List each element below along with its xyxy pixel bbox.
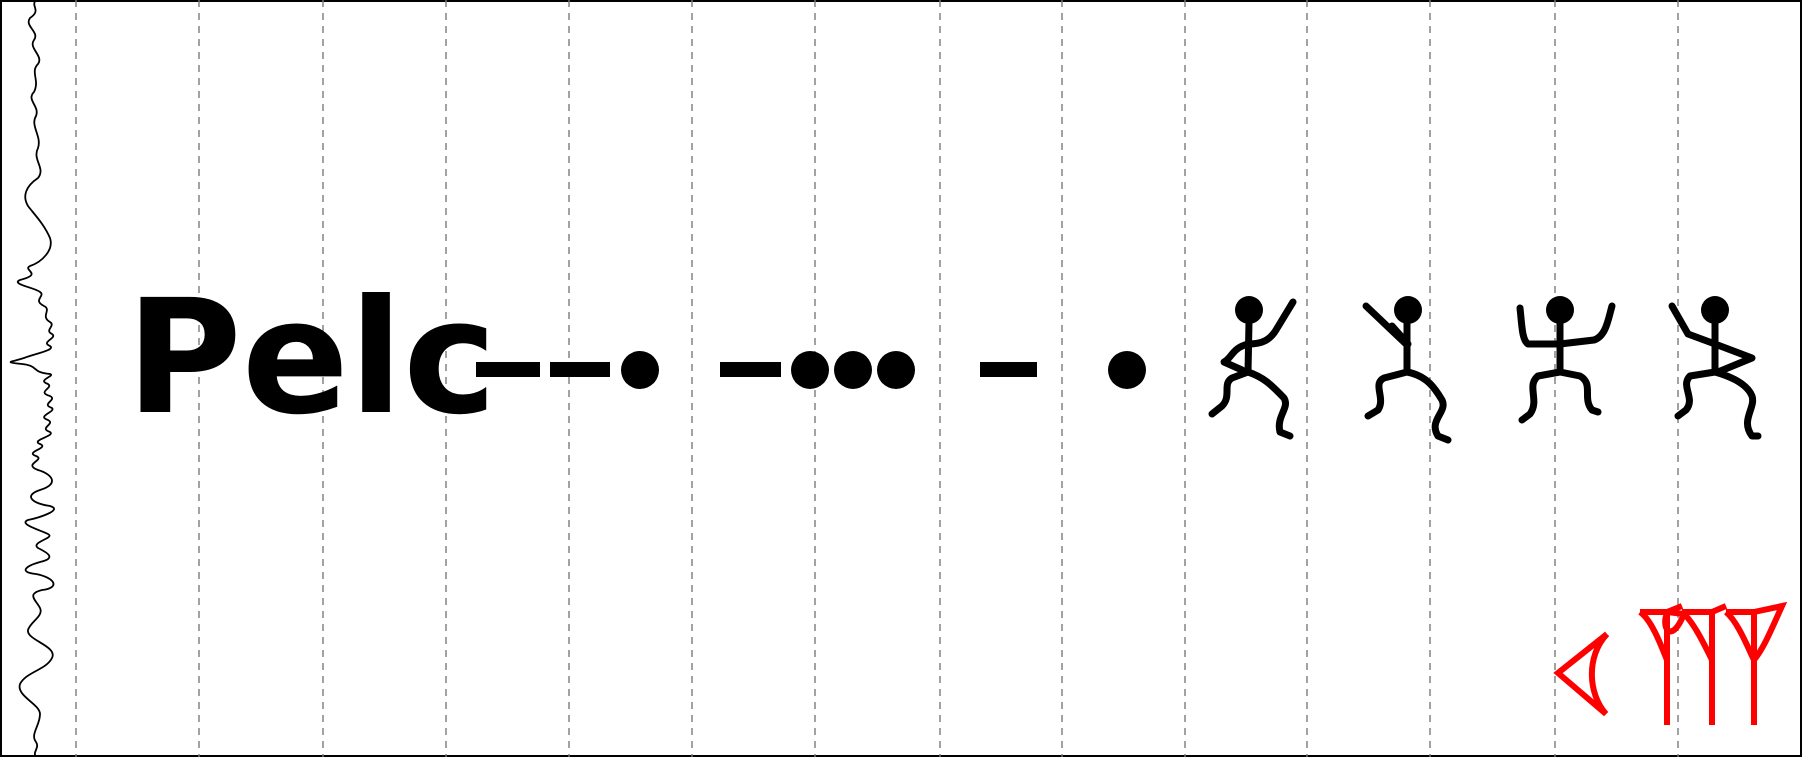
cuneiform-vertical-wedge-icon [1679, 603, 1728, 725]
morse-dot [877, 351, 915, 389]
dancing-man-figure [1516, 296, 1616, 424]
cuneiform-vertical-wedge-icon [1723, 601, 1788, 725]
morse-dot [621, 351, 659, 389]
dancing-man-figure [1362, 296, 1452, 444]
morse-letter-4 [1108, 351, 1146, 389]
morse-letter-2 [720, 351, 915, 389]
plaintext-word: Pelc [126, 266, 497, 450]
morse-code [476, 351, 1146, 389]
morse-dash [720, 362, 781, 377]
morse-letter-1 [476, 351, 659, 389]
dancing-men [1208, 296, 1762, 444]
torn-edge-waveform [9, 0, 55, 757]
dancing-man-figure [1208, 296, 1297, 440]
morse-dash [550, 362, 610, 377]
morse-dot [834, 351, 872, 389]
morse-dot [791, 351, 829, 389]
morse-dash [476, 362, 540, 377]
cuneiform-signs [1553, 601, 1788, 725]
cuneiform-winkelhaken-icon [1553, 631, 1610, 717]
morse-dash [980, 362, 1037, 377]
morse-dot [1108, 351, 1146, 389]
dancing-man-figure [1668, 296, 1762, 440]
morse-letter-3 [980, 362, 1037, 377]
